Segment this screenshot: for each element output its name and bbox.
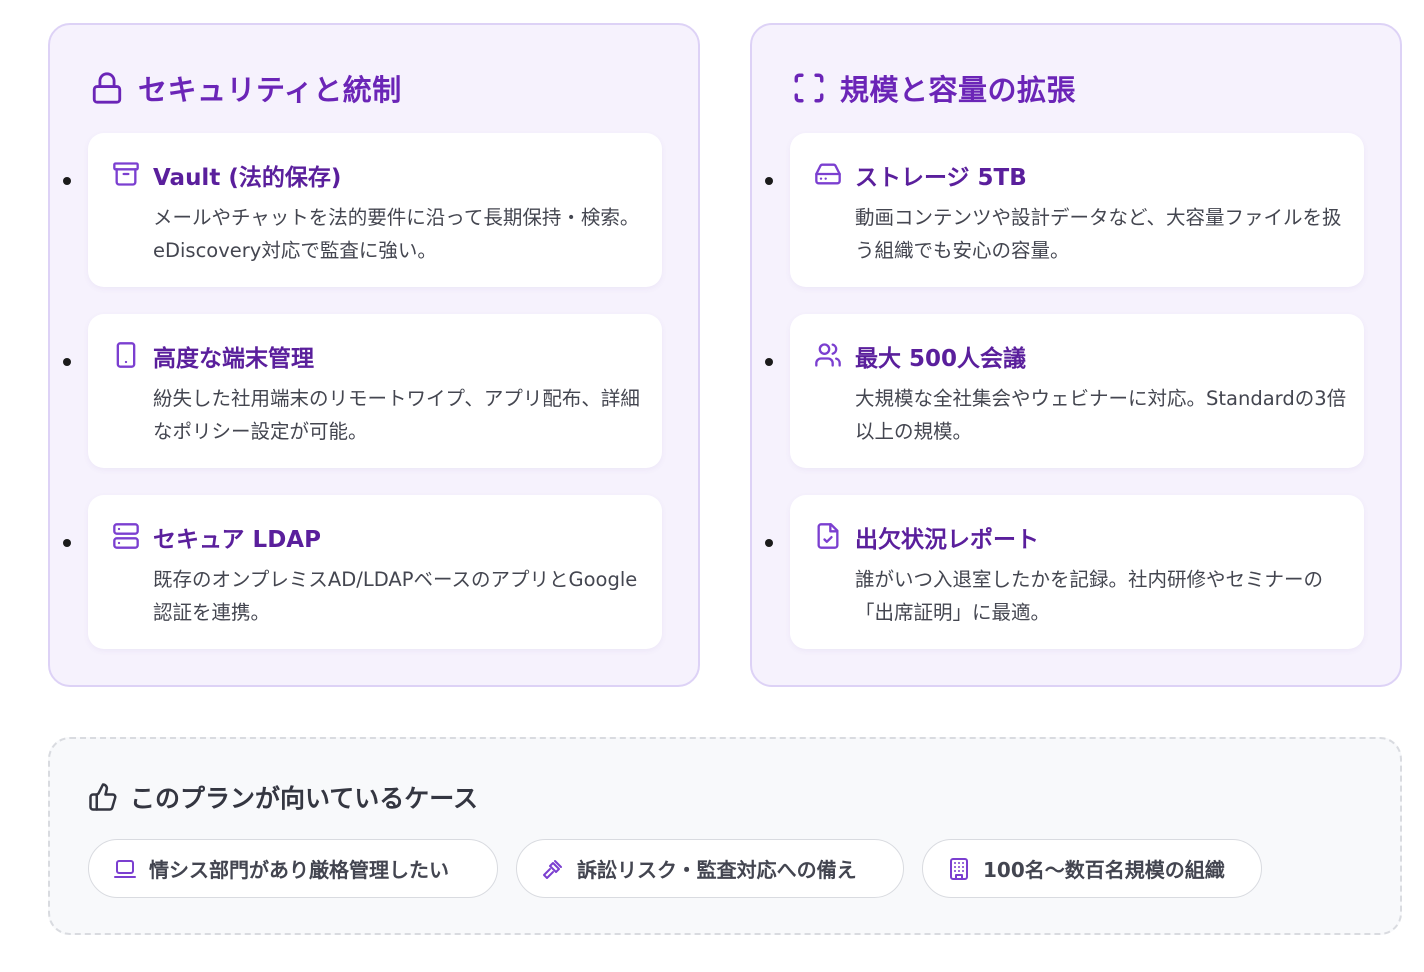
feature-card-storage: ストレージ 5TB 動画コンテンツや設計データなど、大容量ファイルを扱う組織でも… xyxy=(765,133,1364,287)
feature-title: 最大 500人会議 xyxy=(855,346,1027,372)
feature-description: 誰がいつ入退室したかを記録。社内研修やセミナーの「出席証明」に最適。 xyxy=(855,568,1324,624)
chip-it-department[interactable]: 情シス部門があり厳格管理したい xyxy=(88,839,498,898)
users-icon xyxy=(815,343,841,367)
feature-card-attendance-report: 出欠状況レポート 誰がいつ入退室したかを記録。社内研修やセミナーの「出席証明」に… xyxy=(765,495,1364,649)
feature-card-vault: Vault (法的保存) メールやチャットを法的要件に沿って長期保持・検索。eD… xyxy=(63,133,662,287)
feature-title: セキュア LDAP xyxy=(153,527,321,553)
file-check-icon xyxy=(817,523,839,549)
use-cases-title: このプランが向いているケース xyxy=(88,779,478,815)
bullet xyxy=(765,539,773,547)
feature-description: 大規模な全社集会やウェビナーに対応。Standardの3倍以上の規模。 xyxy=(855,387,1347,443)
scan-frame-icon xyxy=(794,73,824,103)
bullet xyxy=(765,177,773,185)
feature-title: Vault (法的保存) xyxy=(153,165,342,191)
bullet xyxy=(765,358,773,366)
use-case-chips: 情シス部門があり厳格管理したい 訴訟リスク・監査対応への備え 100名〜数百名規… xyxy=(88,839,1262,898)
security-title-text: セキュリティと統制 xyxy=(138,73,402,107)
feature-description: メールやチャットを法的要件に沿って長期保持・検索。eDiscovery対応で監査… xyxy=(153,206,640,262)
server-icon xyxy=(113,523,139,549)
chip-label: 情シス部門があり厳格管理したい xyxy=(149,858,449,882)
lock-icon xyxy=(92,72,122,104)
bullet xyxy=(63,358,71,366)
chip-litigation-audit[interactable]: 訴訟リスク・監査対応への備え xyxy=(516,839,904,898)
thumbs-up-icon xyxy=(89,783,117,811)
use-cases-title-text: このプランが向いているケース xyxy=(130,784,479,813)
archive-icon xyxy=(113,162,139,186)
bullet xyxy=(63,539,71,547)
feature-description: 動画コンテンツや設計データなど、大容量ファイルを扱う組織でも安心の容量。 xyxy=(855,206,1342,262)
feature-title: 出欠状況レポート xyxy=(855,527,1039,553)
scale-title-text: 規模と容量の拡張 xyxy=(840,73,1077,107)
laptop-icon xyxy=(114,859,136,878)
feature-title: 高度な端末管理 xyxy=(153,346,314,372)
smartphone-icon xyxy=(116,342,136,368)
hard-drive-icon xyxy=(815,163,841,185)
bullet xyxy=(63,177,71,185)
feature-card-secure-ldap: セキュア LDAP 既存のオンプレミスAD/LDAPベースのアプリとGoogle… xyxy=(63,495,662,649)
security-panel-title: セキュリティと統制 xyxy=(90,67,402,109)
chip-organization-size[interactable]: 100名〜数百名規模の組織 xyxy=(922,839,1262,898)
feature-card-meeting-capacity: 最大 500人会議 大規模な全社集会やウェビナーに対応。Standardの3倍以… xyxy=(765,314,1364,468)
chip-label: 訴訟リスク・監査対応への備え xyxy=(577,858,857,882)
security-panel: セキュリティと統制 Vault (法的保存) メールやチャットを法的要件に沿って… xyxy=(48,23,700,687)
chip-label: 100名〜数百名規模の組織 xyxy=(983,858,1225,882)
feature-card-device-management: 高度な端末管理 紛失した社用端末のリモートワイプ、アプリ配布、詳細なポリシー設定… xyxy=(63,314,662,468)
scale-panel: 規模と容量の拡張 ストレージ 5TB 動画コンテンツや設計データなど、大容量ファ… xyxy=(750,23,1402,687)
feature-title: ストレージ 5TB xyxy=(855,165,1027,191)
feature-description: 紛失した社用端末のリモートワイプ、アプリ配布、詳細なポリシー設定が可能。 xyxy=(153,387,640,443)
building-icon xyxy=(950,857,968,880)
gavel-icon xyxy=(543,859,562,879)
feature-description: 既存のオンプレミスAD/LDAPベースのアプリとGoogle認証を連携。 xyxy=(153,568,638,624)
scale-panel-title: 規模と容量の拡張 xyxy=(792,67,1076,109)
use-cases-panel: このプランが向いているケース 情シス部門があり厳格管理したい 訴訟リスク・監査対… xyxy=(48,737,1402,935)
